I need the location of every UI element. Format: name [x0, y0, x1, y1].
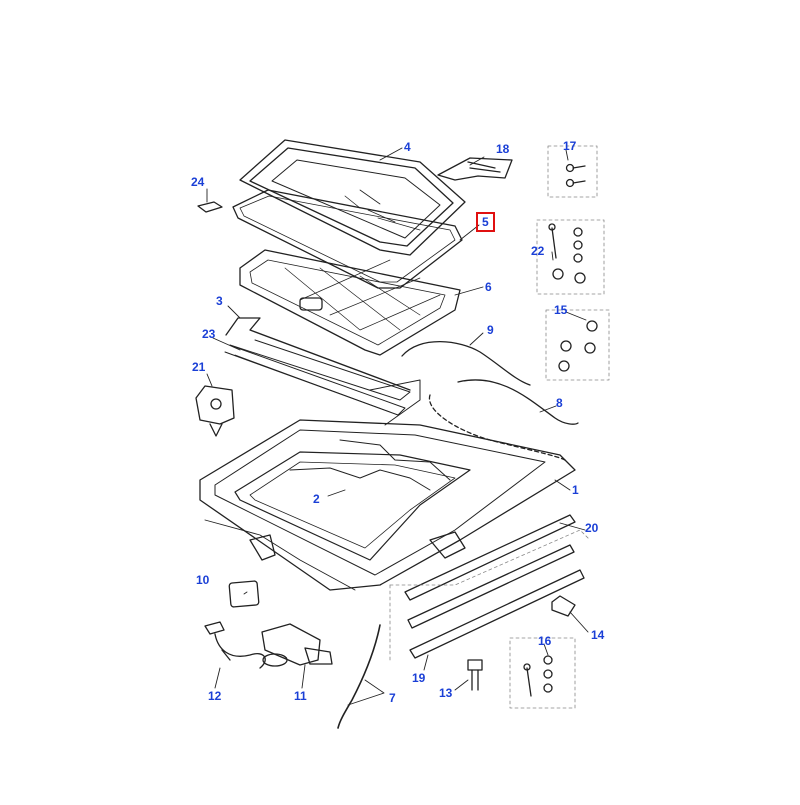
callout-12: 12	[208, 689, 222, 703]
callout-8: 8	[556, 396, 563, 410]
callout-21: 21	[192, 360, 206, 374]
callout-20: 20	[585, 521, 599, 535]
callout-17: 17	[563, 139, 577, 153]
fasteners-15	[545, 309, 610, 381]
fasteners-17	[547, 145, 598, 198]
callout-1: 1	[572, 483, 579, 497]
drain-tube-part	[337, 624, 381, 729]
leader-lines	[206, 147, 589, 706]
callout-6: 6	[485, 280, 492, 294]
callout-14: 14	[591, 628, 605, 642]
callout-4: 4	[404, 140, 411, 154]
callout-9: 9	[487, 323, 494, 337]
callout-5-highlighted: 5	[476, 212, 495, 232]
callout-2: 2	[313, 492, 320, 506]
control-module-part	[228, 580, 260, 608]
callout-3: 3	[216, 294, 223, 308]
fasteners-16	[509, 637, 576, 709]
bracket-part	[437, 157, 513, 181]
callout-18: 18	[496, 142, 510, 156]
callout-15: 15	[554, 303, 568, 317]
glass-seal-part	[232, 189, 463, 289]
callout-19: 19	[412, 671, 426, 685]
motor-part	[261, 623, 333, 667]
callout-11: 11	[294, 689, 307, 703]
wiring-harness-part	[204, 621, 266, 669]
callout-16: 16	[538, 634, 552, 648]
guide-rails-part	[404, 514, 585, 659]
bolt-13-part	[467, 659, 483, 691]
callout-23: 23	[202, 327, 216, 341]
front-deflector-part	[224, 317, 421, 426]
slider-part	[551, 595, 576, 617]
glass-panel-part	[239, 139, 466, 256]
fasteners-22	[536, 219, 605, 295]
sunroof-frame-part	[199, 419, 576, 591]
callout-13: 13	[439, 686, 453, 700]
callout-7: 7	[389, 691, 396, 705]
callout-10: 10	[196, 573, 210, 587]
drain-hose-9	[401, 340, 531, 386]
pad-part	[197, 201, 223, 213]
clip-part	[195, 385, 235, 437]
callout-24: 24	[191, 175, 205, 189]
sunshade-part	[239, 249, 461, 356]
callout-22: 22	[531, 244, 545, 258]
